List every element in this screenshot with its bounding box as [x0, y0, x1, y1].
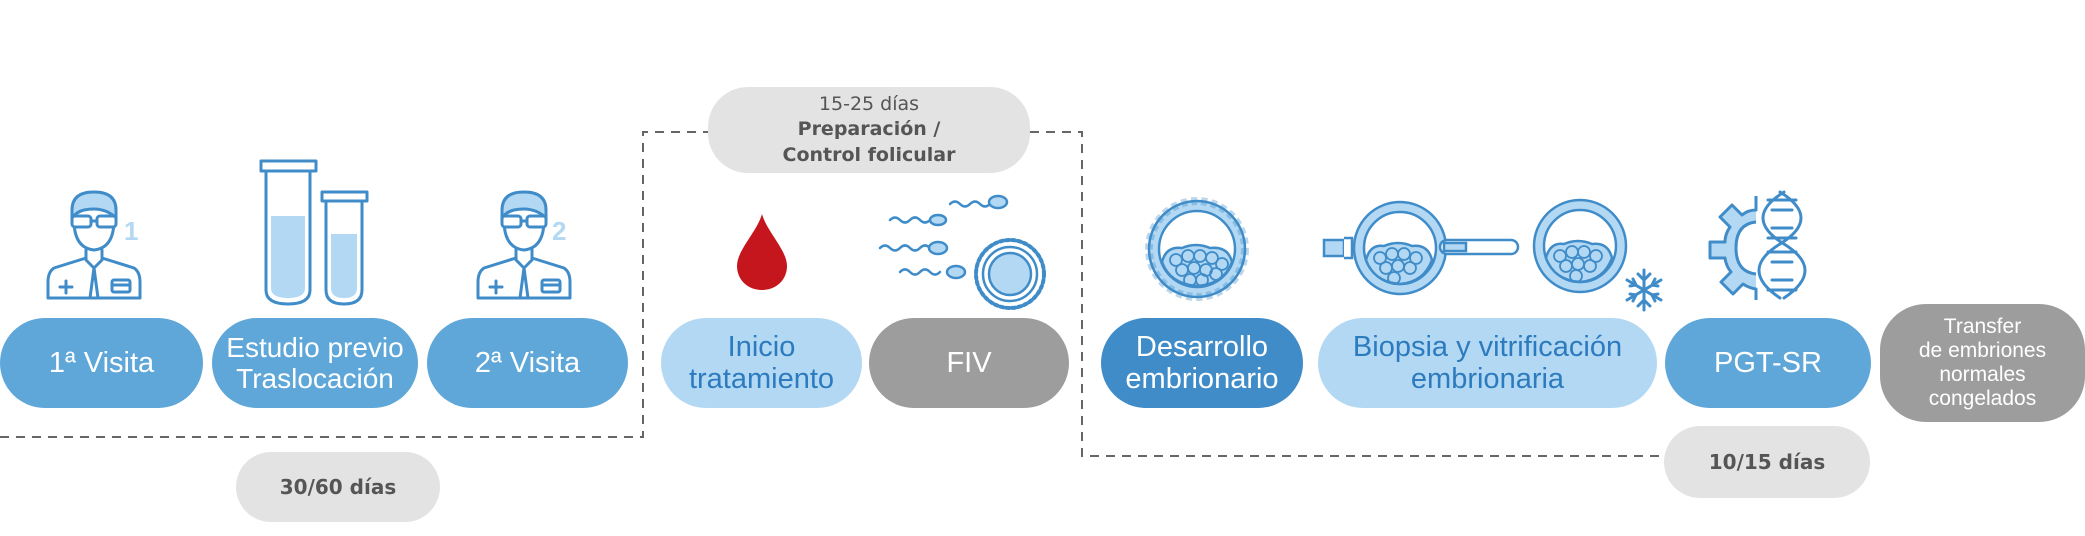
note-first-duration-days: 30/60 días: [279, 475, 397, 499]
step-second-visit-label: 2ª Visita: [474, 346, 581, 379]
step-ivf: FIV: [869, 318, 1069, 408]
step-biopsy-vitrification-line1: Biopsia y vitrificación: [1352, 330, 1623, 363]
step-frozen-transfer: Transfer de embriones normales congelado…: [1880, 304, 2085, 422]
doctor-number-2: 2: [552, 216, 566, 246]
step-embryo-development-line1: Desarrollo: [1135, 330, 1269, 363]
frozen-blastocyst-icon: [1532, 198, 1663, 312]
biopsy-pipette-icon: [1322, 200, 1520, 296]
bracket-first-phase: [0, 131, 710, 438]
step-embryo-development-line2: embrionario: [1125, 363, 1279, 395]
step-ivf-label: FIV: [946, 346, 992, 379]
step-pgt-sr-label: PGT-SR: [1714, 346, 1822, 379]
note-preparation-days: 15-25 días: [818, 92, 920, 115]
step-embryo-development: Desarrollo embrionario: [1101, 318, 1303, 408]
note-preparation-line2: Control folicular: [782, 143, 956, 166]
step-first-visit-label: 1ª Visita: [48, 346, 155, 379]
step-prior-study: Estudio previo Traslocación: [212, 318, 418, 408]
step-biopsy-vitrification-line2: embrionaria: [1410, 363, 1565, 395]
test-tubes-icon: [259, 159, 369, 306]
step-frozen-transfer-line4: congelados: [1928, 387, 2037, 411]
snowflake-icon: [1625, 268, 1663, 312]
step-frozen-transfer-line3: normales: [1939, 363, 2026, 386]
step-frozen-transfer-line2: de embriones: [1918, 338, 2047, 362]
step-biopsy-vitrification: Biopsia y vitrificación embrionaria: [1318, 318, 1657, 408]
step-treatment-start-line2: tratamiento: [688, 363, 835, 395]
step-prior-study-line1: Estudio previo: [226, 331, 404, 363]
step-pgt-sr: PGT-SR: [1665, 318, 1871, 408]
note-last-duration: 10/15 días: [1664, 426, 1870, 498]
note-preparation-line1: Preparación /: [797, 118, 941, 141]
blastocyst-icon: [1145, 197, 1249, 301]
step-treatment-start: Inicio tratamiento: [661, 318, 862, 408]
note-first-duration: 30/60 días: [236, 452, 440, 522]
doctor-icon: 2: [476, 190, 572, 300]
step-first-visit: 1ª Visita: [0, 318, 203, 408]
step-prior-study-line2: Traslocación: [236, 363, 394, 394]
gear-dna-icon: [1708, 190, 1807, 300]
bracket-second-phase: [1030, 131, 1680, 457]
doctor-number-1: 1: [124, 216, 138, 246]
note-last-duration-days: 10/15 días: [1708, 450, 1826, 474]
blood-drop-icon: [737, 214, 787, 290]
doctor-icon: 1: [46, 190, 142, 300]
sperm-egg-icon: [878, 194, 1046, 310]
step-second-visit: 2ª Visita: [427, 318, 628, 408]
note-preparation: 15-25 días Preparación / Control folicul…: [708, 87, 1030, 173]
step-treatment-start-line1: Inicio: [727, 330, 796, 363]
step-frozen-transfer-line1: Transfer: [1943, 314, 2022, 338]
